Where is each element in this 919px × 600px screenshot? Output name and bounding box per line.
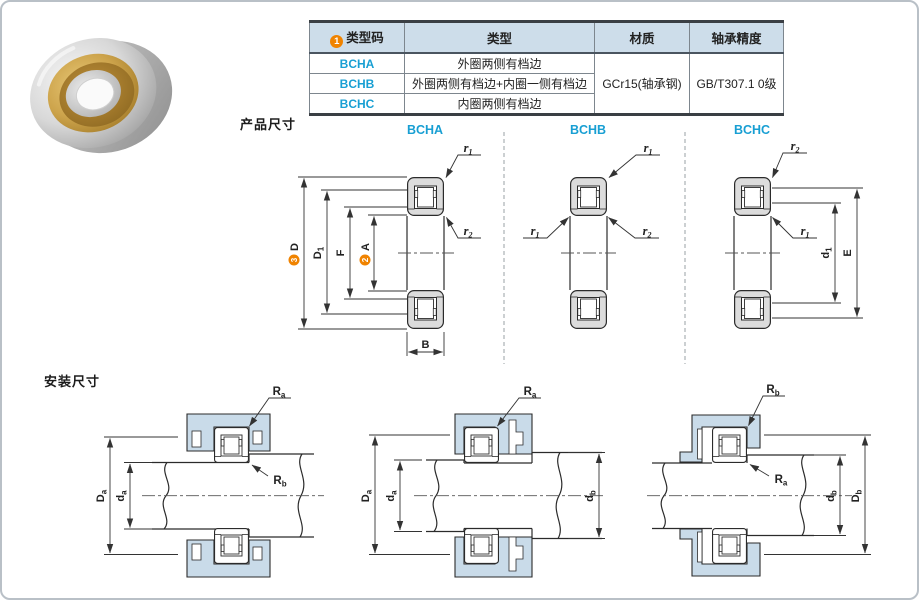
leader-r1 — [608, 154, 660, 178]
leader-r1 — [772, 217, 817, 239]
dim-label-B: B — [422, 339, 430, 351]
svg-text:da: da — [385, 490, 399, 502]
install-drawing-1: Da da Ra Rb — [95, 386, 324, 578]
table-row: BCHA 外圈两侧有档边 GCr15(轴承钢) GB/T307.1 0级 — [309, 52, 784, 115]
drawing-title-bchc: BCHC — [733, 123, 771, 137]
leader-Ra — [749, 464, 770, 477]
material-cell: GCr15(轴承钢) — [594, 52, 690, 115]
leader-r2 — [772, 152, 807, 178]
leader-r2 — [608, 217, 659, 239]
dim-label-db: db — [825, 490, 839, 502]
label-Rb: Rb — [273, 475, 286, 489]
table-row: BCHB 外圈两侧有档边+内圈一侧有档边 — [309, 73, 784, 94]
section-title-install-dimensions: 安装尺寸 — [44, 374, 101, 389]
svg-text:d1: d1 — [820, 247, 834, 259]
drawing-bcha: 3 D D1 F 2 A B r1 r2 — [288, 141, 481, 356]
svg-text:Db: Db — [850, 489, 864, 502]
svg-text:D1: D1 — [312, 246, 326, 259]
label-r1: r1 — [464, 141, 473, 157]
type-code-bcha[interactable]: BCHA — [309, 52, 405, 74]
dim-label-da: da — [385, 490, 399, 502]
drawing-bchc: r2 r1 d1 E — [725, 139, 863, 329]
dim-label-A: 2 A — [359, 243, 372, 266]
install-drawing-2: Da da db Ra — [360, 386, 606, 578]
bearing-photo — [30, 38, 173, 154]
labyrinth-seal — [508, 419, 524, 455]
badge-1-icon: 1 — [330, 35, 344, 48]
col-header-precision: 轴承精度 — [689, 21, 784, 54]
label-Rb: Rb — [766, 384, 779, 398]
type-desc-bchc: 内圈两侧有档边 — [404, 93, 595, 115]
drawing-bchb: r1 r1 r2 — [523, 141, 660, 329]
leader-r2 — [446, 217, 481, 239]
leader-Rb — [251, 464, 269, 477]
svg-text:D: D — [289, 243, 301, 251]
leader-Ra — [249, 397, 291, 427]
col-header-type-code-label: 类型码 — [346, 31, 384, 45]
drawing-title-bchb: BCHB — [569, 123, 607, 137]
type-desc-bcha: 外圈两侧有档边 — [404, 52, 595, 74]
label-r2: r2 — [643, 224, 652, 240]
type-code-bchc[interactable]: BCHC — [309, 93, 405, 115]
table-row: BCHC 内圈两侧有档边 — [309, 93, 784, 115]
svg-text:db: db — [584, 490, 598, 502]
leader-r1 — [445, 154, 481, 178]
dim-label-F: F — [335, 249, 347, 256]
labyrinth-seal — [508, 536, 524, 572]
svg-text:da: da — [115, 490, 129, 502]
install-drawing-3: db Db Rb Ra — [647, 384, 871, 577]
svg-text:3: 3 — [290, 257, 299, 262]
label-Ra: Ra — [273, 386, 286, 400]
type-desc-bchb: 外圈两侧有档边+内圈一侧有档边 — [404, 73, 595, 94]
dim-label-D: 3 D — [288, 243, 301, 266]
dim-label-Da: Da — [95, 489, 109, 502]
svg-text:E: E — [842, 249, 854, 256]
precision-cell: GB/T307.1 0级 — [689, 52, 784, 115]
type-code-bchb[interactable]: BCHB — [309, 73, 405, 94]
leader-r1-left — [523, 217, 569, 239]
label-Ra: Ra — [524, 386, 537, 400]
label-r2: r2 — [791, 139, 800, 155]
label-r1: r1 — [644, 141, 653, 157]
leader-Ra — [497, 397, 541, 427]
dim-label-da: da — [115, 490, 129, 502]
section-title-product-dimensions: 产品尺寸 — [240, 117, 297, 132]
label-Ra: Ra — [775, 474, 788, 488]
label-r1: r1 — [531, 224, 540, 240]
col-header-material: 材质 — [594, 21, 690, 54]
label-r2: r2 — [464, 224, 473, 240]
dim-label-Db: Db — [850, 489, 864, 502]
dim-label-db: db — [584, 490, 598, 502]
svg-text:A: A — [360, 243, 372, 251]
svg-text:Da: Da — [360, 489, 374, 502]
svg-text:Da: Da — [95, 489, 109, 502]
housing-bottom — [186, 539, 271, 578]
dim-label-Da: Da — [360, 489, 374, 502]
leader-Rb — [748, 395, 785, 426]
labyrinth-seal — [697, 531, 703, 563]
col-header-type: 类型 — [404, 21, 595, 54]
svg-text:db: db — [825, 490, 839, 502]
dim-label-D1: D1 — [312, 246, 326, 259]
label-r1: r1 — [801, 224, 810, 240]
dim-label-d1: d1 — [820, 247, 834, 259]
svg-text:2: 2 — [361, 257, 370, 262]
labyrinth-seal — [697, 428, 703, 460]
svg-text:F: F — [335, 249, 347, 256]
drawing-title-bcha: BCHA — [406, 123, 444, 137]
dim-label-E: E — [842, 249, 854, 256]
